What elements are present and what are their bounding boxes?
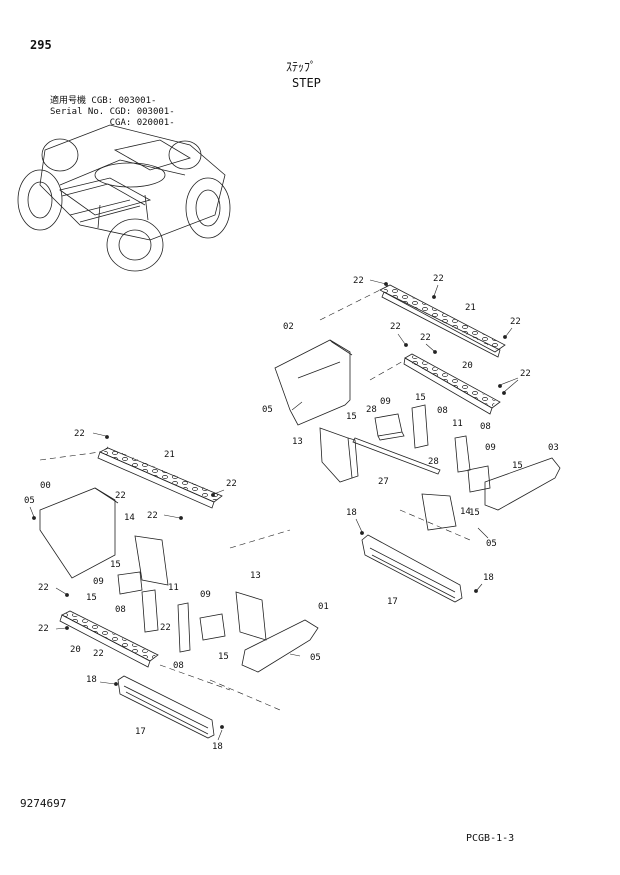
callout-05: 05 bbox=[310, 653, 321, 663]
callout-22: 22 bbox=[160, 623, 171, 633]
callout-09: 09 bbox=[200, 590, 211, 600]
callout-17: 17 bbox=[387, 597, 398, 607]
machine-overview-illustration bbox=[17, 124, 231, 272]
bracket-14-upper bbox=[421, 493, 457, 531]
callout-11: 11 bbox=[168, 583, 179, 593]
phantom-lines bbox=[39, 289, 471, 711]
callout-22: 22 bbox=[353, 276, 364, 286]
callout-22: 22 bbox=[433, 274, 444, 284]
upper-step-plate-20 bbox=[403, 353, 501, 415]
bracket-13-upper bbox=[319, 427, 359, 483]
callout-22: 22 bbox=[147, 511, 158, 521]
callout-28: 28 bbox=[428, 457, 439, 467]
panel-01 bbox=[241, 619, 319, 673]
callout-05: 05 bbox=[486, 539, 497, 549]
block-09-lower-left bbox=[117, 571, 143, 595]
callout-08: 08 bbox=[173, 661, 184, 671]
callout-08: 08 bbox=[115, 605, 126, 615]
callout-18: 18 bbox=[483, 573, 494, 583]
bracket-14-lower bbox=[134, 535, 169, 586]
callout-18: 18 bbox=[86, 675, 97, 685]
page-number: 295 bbox=[30, 38, 52, 52]
callout-27: 27 bbox=[378, 477, 389, 487]
callout-15: 15 bbox=[469, 508, 480, 518]
callout-11: 11 bbox=[452, 419, 463, 429]
callout-22: 22 bbox=[420, 333, 431, 343]
callout-18: 18 bbox=[346, 508, 357, 518]
bar-27 bbox=[352, 437, 441, 475]
callout-03: 03 bbox=[548, 443, 559, 453]
callout-05: 05 bbox=[262, 405, 273, 415]
callout-15: 15 bbox=[86, 593, 97, 603]
lower-step-plate-20 bbox=[59, 610, 159, 668]
callout-17: 17 bbox=[135, 727, 146, 737]
callout-22: 22 bbox=[520, 369, 531, 379]
callout-22: 22 bbox=[390, 322, 401, 332]
callout-15: 15 bbox=[110, 560, 121, 570]
callout-13: 13 bbox=[250, 571, 261, 581]
callout-22: 22 bbox=[93, 649, 104, 659]
page-reference: PCGB-1-3 bbox=[466, 833, 515, 844]
callout-15: 15 bbox=[512, 461, 523, 471]
callout-08: 08 bbox=[437, 406, 448, 416]
lower-step-plate-21 bbox=[97, 446, 223, 509]
callout-20: 20 bbox=[70, 645, 81, 655]
callout-09: 09 bbox=[93, 577, 104, 587]
catalog-number: 9274697 bbox=[20, 797, 67, 810]
callout-09: 09 bbox=[380, 397, 391, 407]
frame-17-lower bbox=[117, 675, 215, 739]
callout-08: 08 bbox=[480, 422, 491, 432]
callout-22: 22 bbox=[38, 624, 49, 634]
panel-02 bbox=[274, 339, 353, 426]
callout-01: 01 bbox=[318, 602, 329, 612]
serial-line-2: Serial No. CGD: 003001- bbox=[50, 107, 175, 117]
callout-15: 15 bbox=[218, 652, 229, 662]
callout-15: 15 bbox=[346, 412, 357, 422]
callout-14: 14 bbox=[124, 513, 135, 523]
bracket-13-lower bbox=[235, 591, 267, 641]
callout-05: 05 bbox=[24, 496, 35, 506]
part-callouts: 22 22 21 22 02 22 22 20 22 05 15 28 09 1… bbox=[24, 274, 559, 752]
title-japanese: ｽﾃｯﾌﾟ bbox=[286, 60, 317, 74]
title-english: STEP bbox=[292, 76, 321, 90]
callout-20: 20 bbox=[462, 361, 473, 371]
frame-17-upper bbox=[361, 534, 463, 603]
callout-28: 28 bbox=[366, 405, 377, 415]
callout-15: 15 bbox=[415, 393, 426, 403]
callout-13: 13 bbox=[292, 437, 303, 447]
callout-22: 22 bbox=[74, 429, 85, 439]
leader-lines bbox=[29, 279, 519, 741]
bracket-08-lower-left bbox=[141, 589, 191, 653]
block-09-right bbox=[467, 465, 491, 493]
panel-03 bbox=[484, 457, 561, 511]
callout-00: 00 bbox=[40, 481, 51, 491]
callout-18: 18 bbox=[212, 742, 223, 752]
callout-22: 22 bbox=[226, 479, 237, 489]
serial-line-1: 適用号機 CGB: 003001- bbox=[50, 96, 157, 106]
upper-step-plate-21 bbox=[379, 284, 506, 358]
callout-09: 09 bbox=[485, 443, 496, 453]
callout-22: 22 bbox=[510, 317, 521, 327]
block-09-upper bbox=[374, 413, 405, 441]
serial-line-3: CGA: 020001- bbox=[50, 118, 175, 128]
callout-22: 22 bbox=[38, 583, 49, 593]
block-09-lower-center bbox=[199, 613, 226, 641]
panel-00 bbox=[39, 487, 119, 579]
callout-14: 14 bbox=[460, 507, 471, 517]
callout-22: 22 bbox=[115, 491, 126, 501]
callout-21: 21 bbox=[164, 450, 175, 460]
callout-21: 21 bbox=[465, 303, 476, 313]
callout-02: 02 bbox=[283, 322, 294, 332]
